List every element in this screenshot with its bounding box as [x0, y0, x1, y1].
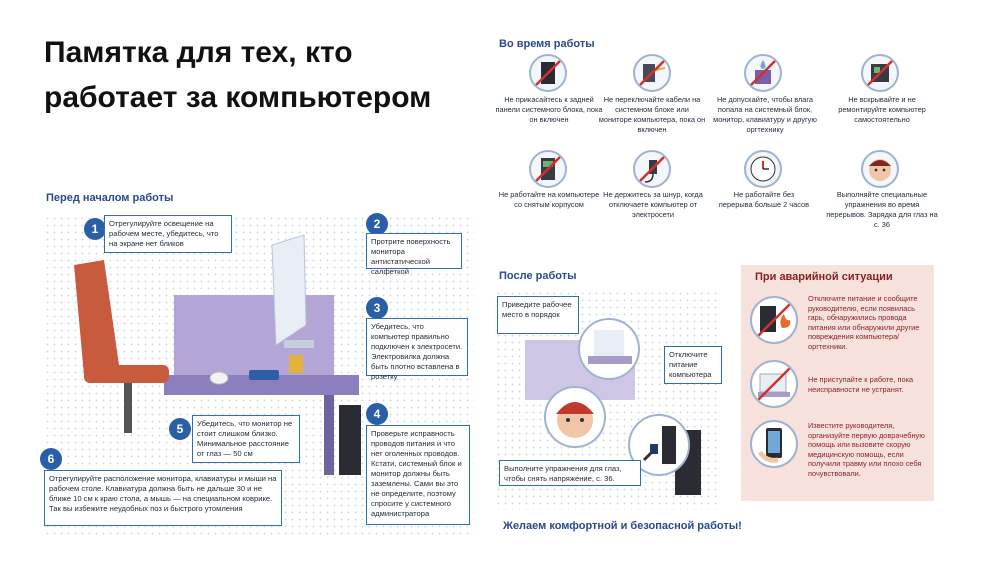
- section-during-heading: Во время работы: [499, 38, 595, 50]
- during-tip-4: Не вскрывайте и не ремонтируйте компьюте…: [838, 95, 926, 124]
- monitor: [271, 234, 307, 346]
- clock-icon: [744, 150, 782, 188]
- during-tip-1: Не прикасайтесь к задней панели системно…: [495, 95, 603, 124]
- system-unit: [339, 405, 361, 475]
- after-step-2: Отключите питание компьютера: [664, 346, 722, 384]
- step-text-4: Проверьте исправность проводов питания и…: [366, 425, 470, 525]
- burning-computer-icon: [750, 296, 798, 344]
- chair: [74, 260, 119, 375]
- step-badge-6: 6: [40, 448, 62, 470]
- no-switch-cables-icon: [633, 54, 671, 92]
- no-moisture-icon: [744, 54, 782, 92]
- eye-exercise-face-icon: [861, 150, 899, 188]
- page-title: Памятка для тех, кто работает за компьют…: [44, 36, 432, 114]
- emergency-step-2: Не приступайте к работе, пока неисправно…: [808, 375, 914, 394]
- step-text-5: Убедитесь, что монитор не стоит слишком …: [192, 415, 300, 463]
- during-tip-3: Не допускайте, чтобы влага попала на сис…: [713, 95, 817, 134]
- workstation-illustration: [74, 234, 361, 475]
- mouse: [209, 371, 229, 385]
- chair-seat: [84, 365, 169, 383]
- step-text-6: Отрегулируйте расположение монитора, кла…: [44, 470, 282, 526]
- no-pull-cord-icon: [633, 150, 671, 188]
- after-step-1: Приведите рабочее место в порядок: [497, 296, 579, 334]
- step-badge-4: 4: [366, 403, 388, 425]
- keyboard: [249, 370, 279, 380]
- pen-holder: [289, 355, 303, 373]
- during-tip-6: Не держитесь за шнур, когда отключаете к…: [603, 190, 703, 219]
- after-step-3: Выполните упражнения для глаз, чтобы сня…: [499, 460, 641, 486]
- during-tip-5: Не работайте на компьютере со снятым кор…: [498, 190, 600, 209]
- tidy-desk-icon: [578, 318, 640, 380]
- emergency-step-3: Известите руководителя, организуйте перв…: [808, 421, 925, 478]
- desk-leg: [324, 395, 334, 475]
- during-tip-7: Не работайте без перерыва больше 2 часов: [718, 190, 810, 209]
- step-text-1: Отрегулируйте освещение на рабочем месте…: [104, 215, 232, 253]
- no-open-computer-icon: [861, 54, 899, 92]
- during-tip-8: Выполняйте специальные упражнения во вре…: [826, 190, 938, 229]
- no-touch-back-panel-icon: [529, 54, 567, 92]
- step-text-3: Убедитесь, что компьютер правильно подкл…: [366, 318, 468, 381]
- chair-post: [124, 383, 132, 433]
- emergency-step-1: Отключите питание и сообщите руководител…: [808, 294, 920, 351]
- closing-message: Желаем комфортной и безопасной работы!: [503, 520, 742, 532]
- no-open-case-icon: [529, 150, 567, 188]
- faulty-workstation-icon: [750, 360, 798, 408]
- step-text-2: Протрите поверхность монитора антистатич…: [366, 233, 462, 276]
- eyes-exercise-face-icon: [544, 386, 606, 448]
- phone-call-icon: [750, 420, 798, 468]
- step-badge-3: 3: [366, 297, 388, 319]
- monitor-stand: [284, 340, 314, 348]
- step-badge-1: 1: [84, 218, 106, 240]
- step-badge-2: 2: [366, 213, 388, 235]
- step-badge-5: 5: [169, 418, 191, 440]
- during-tip-2: Не переключайте кабели на системном блок…: [598, 95, 706, 134]
- section-before-heading: Перед началом работы: [46, 192, 174, 204]
- section-emergency-heading: При аварийной ситуации: [755, 271, 893, 283]
- section-after-heading: После работы: [499, 270, 577, 282]
